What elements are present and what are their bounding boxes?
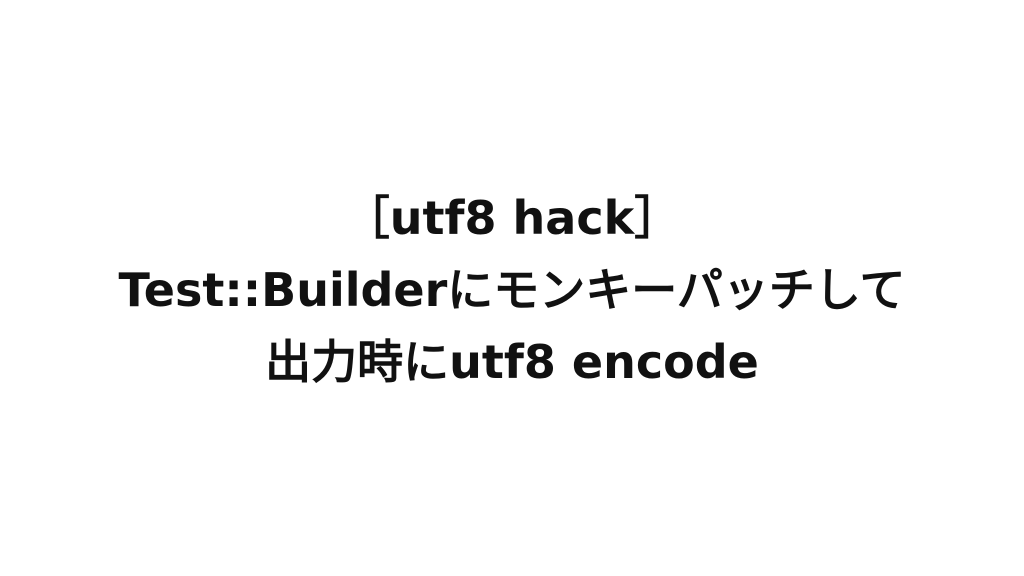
slide-text-line-2: 出力時にutf8 encode [265, 335, 759, 389]
slide-heading: ［utf8 hack］ [343, 191, 681, 245]
slide-text-line-1: Test::Builderにモンキーパッチして [118, 263, 906, 317]
slide-body: ［utf8 hack］ Test::Builderにモンキーパッチして 出力時に… [119, 182, 906, 398]
